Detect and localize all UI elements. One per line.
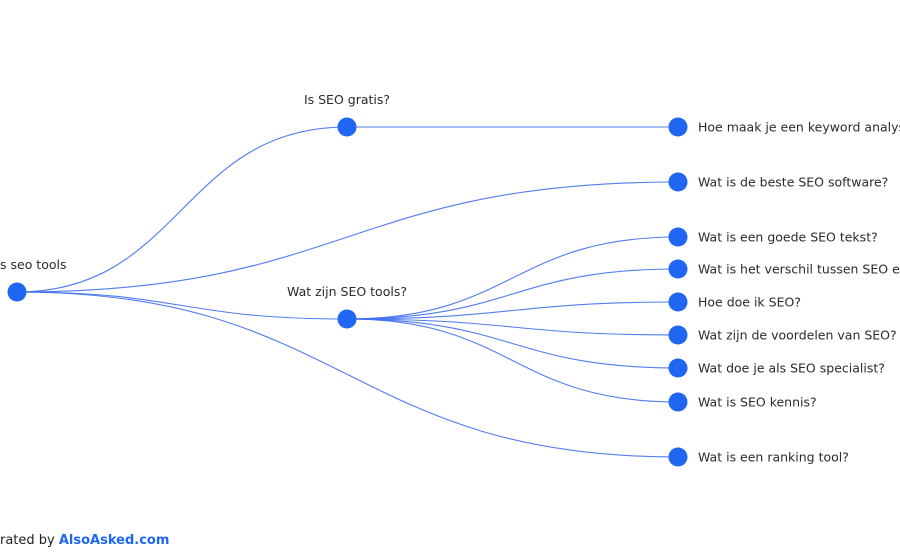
leaf-node-l5[interactable] <box>668 292 688 312</box>
edge-root-l9 <box>16 291 679 458</box>
footer-attribution: rated by AlsoAsked.com <box>0 533 169 548</box>
edge-q2-l5 <box>346 301 679 320</box>
leaf-label-l2: Wat is de beste SEO software? <box>698 175 888 190</box>
edge-q2-l3 <box>346 236 679 320</box>
question-node-q2[interactable] <box>337 309 357 329</box>
leaf-label-l3: Wat is een goede SEO tekst? <box>698 230 878 245</box>
leaf-node-l8[interactable] <box>668 392 688 412</box>
root-label-root: s seo tools <box>0 257 67 272</box>
edge-q2-l7 <box>346 318 679 369</box>
edge-q2-l4 <box>346 268 679 320</box>
leaf-node-l2[interactable] <box>668 172 688 192</box>
leaf-label-l9: Wat is een ranking tool? <box>698 450 849 465</box>
leaf-node-l3[interactable] <box>668 227 688 247</box>
leaf-label-l5: Hoe doe ik SEO? <box>698 295 801 310</box>
root-node-root[interactable] <box>7 282 27 302</box>
tree-nodes: s seo tools Is SEO gratis? Wat zijn SEO to… <box>0 92 900 467</box>
edge-q2-l8 <box>346 318 679 403</box>
leaf-node-l4[interactable] <box>668 259 688 279</box>
tree-edges <box>16 126 679 458</box>
leaf-label-l1: Hoe maak je een keyword analyse <box>698 120 900 135</box>
edge-root-l2 <box>16 181 679 293</box>
footer-brand-link[interactable]: AlsoAsked.com <box>58 533 170 548</box>
leaf-node-l9[interactable] <box>668 447 688 467</box>
edge-root-q1 <box>16 126 348 293</box>
leaf-node-l7[interactable] <box>668 358 688 378</box>
question-label-q2: Wat zijn SEO tools? <box>287 284 407 299</box>
leaf-label-l8: Wat is SEO kennis? <box>698 395 817 410</box>
footer-prefix: rated by <box>0 533 59 548</box>
question-node-q1[interactable] <box>337 117 357 137</box>
leaf-label-l6: Wat zijn de voordelen van SEO? <box>698 328 897 343</box>
question-label-q1: Is SEO gratis? <box>304 92 390 107</box>
leaf-label-l4: Wat is het verschil tussen SEO en S <box>698 262 900 277</box>
leaf-label-l7: Wat doe je als SEO specialist? <box>698 361 885 376</box>
leaf-node-l1[interactable] <box>668 117 688 137</box>
leaf-node-l6[interactable] <box>668 325 688 345</box>
edge-q2-l6 <box>346 318 679 336</box>
